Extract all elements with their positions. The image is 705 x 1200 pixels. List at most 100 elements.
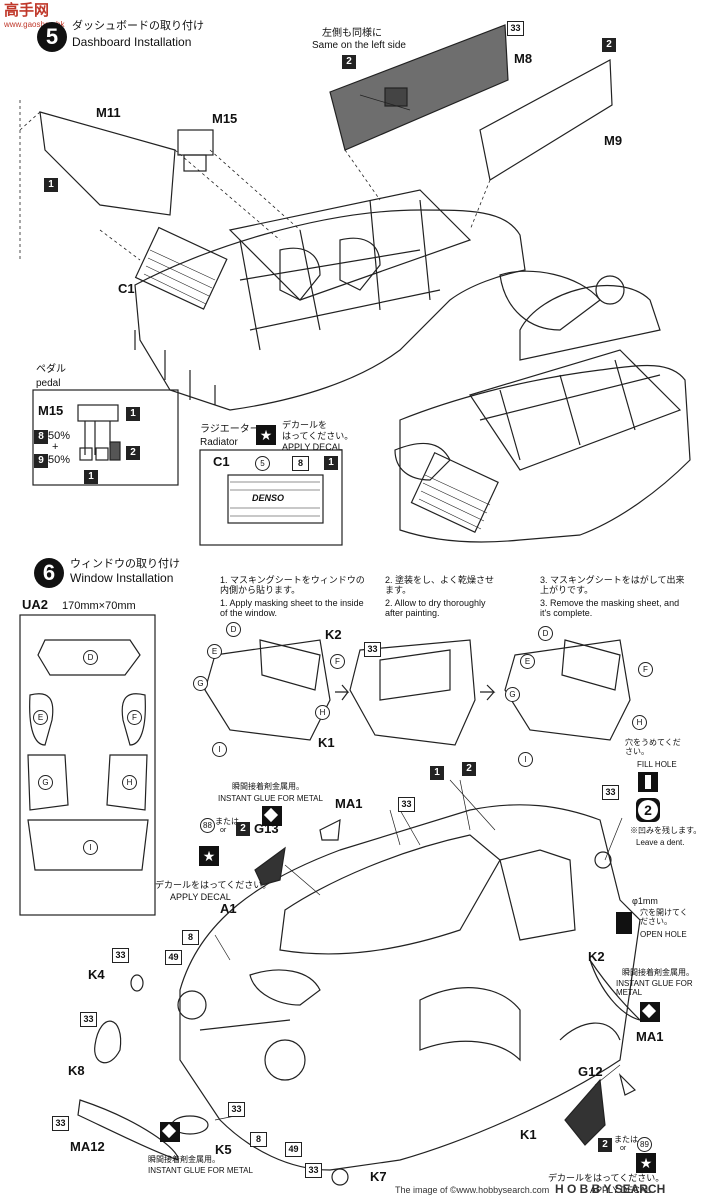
tag-2-body: 2 xyxy=(462,762,476,776)
step6-title-jp: ウィンドウの取り付け xyxy=(70,558,180,570)
frame3-f: F xyxy=(638,662,653,677)
tag-33-ma12: 33 xyxy=(52,1116,69,1131)
tag-49-front: 49 xyxy=(165,950,182,965)
step5-title-en: Dashboard Installation xyxy=(72,35,192,49)
part-ma1-right: MA1 xyxy=(636,1029,664,1044)
radiator-part-c1: C1 xyxy=(213,454,230,469)
step5-title-jp: ダッシュボードの取り付け xyxy=(72,20,204,32)
frame3-d: D xyxy=(538,626,553,641)
part-ma12: MA12 xyxy=(70,1139,105,1154)
frame3-h: H xyxy=(632,715,647,730)
glue-top-jp: 瞬間接着剤金属用。 xyxy=(232,782,304,791)
frame3-e: E xyxy=(520,654,535,669)
tag-33-k7: 33 xyxy=(305,1163,322,1178)
instruction-2-en: 2. Allow to dry thoroughly after paintin… xyxy=(385,598,486,619)
radiator-label-jp: ラジエーター xyxy=(200,424,260,435)
decal-star-icon: ★ xyxy=(256,425,276,445)
watermark-url: www.gaoshou.hk xyxy=(4,20,65,29)
tag-1-body: 1 xyxy=(430,766,444,780)
part-k5: K5 xyxy=(215,1142,232,1157)
or-jp-left: または xyxy=(215,817,239,826)
fill-hole-en: FILL HOLE xyxy=(637,760,677,769)
circle-89: 89 xyxy=(637,1137,652,1152)
leave-dent-jp: ※凹みを残します。 xyxy=(630,826,702,835)
part-m11: M11 xyxy=(96,105,121,120)
tag-2-g12: 2 xyxy=(598,1138,612,1152)
part-a1: A1 xyxy=(220,901,237,916)
frame1-i: I xyxy=(212,742,227,757)
frame2-tag-33: 33 xyxy=(364,642,381,657)
ua2-size: 170mm×70mm xyxy=(62,600,136,612)
pedal-pct-8: 50% xyxy=(48,430,71,442)
frame1-h: H xyxy=(315,705,330,720)
glue-bottom-en: INSTANT GLUE FOR METAL xyxy=(148,1166,253,1175)
step-number-5: 5 xyxy=(37,22,67,52)
open-hole-en: OPEN HOLE xyxy=(640,930,687,939)
tag-2-m9: 2 xyxy=(602,38,616,52)
glue-diamond-icon-bottom xyxy=(160,1122,180,1142)
tag-2-m8: 2 xyxy=(342,55,356,69)
instruction-3-jp: 3. マスキングシートをはがして出来上がりです。 xyxy=(540,575,685,596)
decal-left-en: APPLY DECAL xyxy=(170,892,231,902)
tag-33-k4: 33 xyxy=(112,948,129,963)
step-number-6: 6 xyxy=(34,558,64,588)
tag-1-m11: 1 xyxy=(44,178,58,192)
or-jp-right: または xyxy=(614,1135,638,1144)
open-hole-icon xyxy=(616,912,632,934)
pedal-pct-9: 50% xyxy=(48,454,71,466)
pedal-tag-8: 8 xyxy=(34,430,48,444)
radiator-brand: DENSO xyxy=(252,493,285,503)
radiator-tag-8: 8 xyxy=(292,456,309,471)
tag-33-rear: 33 xyxy=(602,785,619,800)
watermark-logo: 高手网 xyxy=(4,2,50,19)
part-ma1: MA1 xyxy=(335,796,363,811)
instruction-1-jp: 1. マスキングシートをウィンドウの内側から貼ります。 xyxy=(220,575,365,596)
open-hole-jp: 穴を開けてください。 xyxy=(640,908,688,927)
tag-33-k5: 33 xyxy=(228,1102,245,1117)
part-m8: M8 xyxy=(514,51,533,66)
decal-right-en: APPLY DECAL xyxy=(590,1185,651,1195)
tag-33-k8: 33 xyxy=(80,1012,97,1027)
glue-diamond-icon-right xyxy=(640,1002,660,1022)
frame1-g: G xyxy=(193,676,208,691)
part-k2: K2 xyxy=(588,949,605,964)
fill-hole-icon xyxy=(638,772,658,792)
frame1-d: D xyxy=(226,622,241,637)
frame1-f: F xyxy=(330,654,345,669)
left-side-note-jp: 左側も同様に xyxy=(322,28,382,39)
window-h-label: H xyxy=(122,775,137,790)
pedal-label-en: pedal xyxy=(36,378,61,389)
window-d-label: D xyxy=(83,650,98,665)
footer-logo: H O B B Y SEARCH xyxy=(555,1182,666,1196)
radiator-tag-1: 1 xyxy=(324,456,338,470)
decal-left-jp: デカールをはってください。 xyxy=(155,880,272,890)
glue-right-jp: 瞬間接着剤金属用。 xyxy=(622,968,694,977)
circle-88: 88 xyxy=(200,818,215,833)
frame1-k2: K2 xyxy=(325,627,342,642)
radiator-circle-5: 5 xyxy=(255,456,270,471)
or-en-left: or xyxy=(220,827,227,834)
frame3-g: G xyxy=(505,687,520,702)
decal-right-jp: デカールをはってください。 xyxy=(548,1173,665,1183)
window-g-label: G xyxy=(38,775,53,790)
instruction-3-en: 3. Remove the masking sheet, and it's co… xyxy=(540,598,680,619)
instruction-1-en: 1. Apply masking sheet to the inside of … xyxy=(220,598,364,619)
radiator-decal-jp1: デカールを xyxy=(282,420,328,430)
part-g12: G12 xyxy=(578,1064,603,1079)
part-k1-body: K1 xyxy=(520,1127,537,1142)
footer-credit: The image of ©www.hobbysearch.com xyxy=(395,1185,550,1195)
decal-star-icon-right: ★ xyxy=(636,1153,656,1173)
pedal-label-jp: ペダル xyxy=(36,364,66,375)
left-side-note-en: Same on the left side xyxy=(312,40,406,51)
frame1-k1: K1 xyxy=(318,735,335,750)
pedal-tag-2: 2 xyxy=(126,446,140,460)
frame1-e: E xyxy=(207,644,222,659)
radiator-decal-jp2: はってください。 xyxy=(282,431,354,441)
leave-dent-en: Leave a dent. xyxy=(636,838,685,847)
pedal-tag-1-bottom: 1 xyxy=(84,470,98,484)
ua2-label: UA2 xyxy=(22,597,49,612)
tag-2-g13: 2 xyxy=(236,822,250,836)
part-c1: C1 xyxy=(118,281,135,296)
tag-33: 33 xyxy=(507,21,524,36)
